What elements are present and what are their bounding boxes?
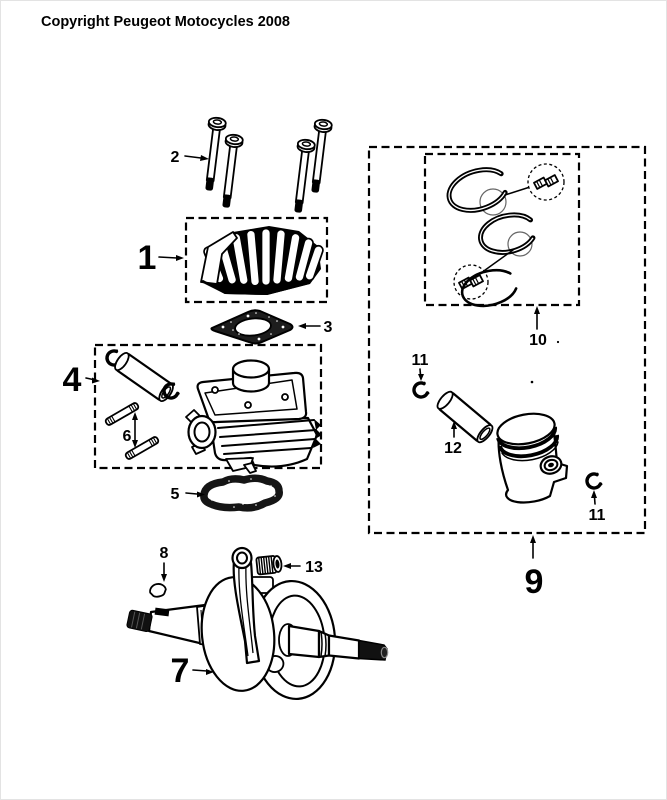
callout-8-label: 8	[160, 545, 169, 562]
circlip	[412, 381, 430, 399]
right-shaft	[278, 623, 389, 661]
circlip	[162, 382, 180, 400]
callout-11-upper-label: 11	[412, 352, 429, 369]
keyway-slot	[154, 607, 170, 617]
barrel-fins	[217, 419, 317, 455]
cylinder-head	[200, 226, 324, 295]
exhaust-port	[187, 414, 217, 450]
cylinder-kit-contents	[104, 349, 322, 474]
callout-10-label: 10	[529, 332, 547, 349]
shaft-end-face	[380, 646, 389, 659]
piston-ring	[446, 167, 508, 213]
callout-2-label: 2	[171, 149, 180, 166]
cylinder-base-gasket	[200, 474, 283, 512]
callout-3-label: 3	[324, 319, 333, 336]
callout-5-arrow	[185, 492, 198, 495]
callout-11-lower-label: 11	[589, 507, 606, 524]
exhaust-stud	[104, 402, 140, 426]
small-end-needle-bearing	[255, 555, 283, 576]
callout-7-arrow	[192, 669, 208, 672]
callout-12-label: 12	[444, 440, 462, 457]
piston-kit-box	[367, 145, 647, 535]
piston-pin	[436, 390, 494, 444]
callout-2-arrow	[184, 155, 202, 159]
callout-13-label: 13	[305, 559, 323, 576]
cylinder-head-kit-box	[184, 216, 329, 304]
cylinder-barrel	[185, 359, 322, 474]
piston-kit-contents	[412, 340, 603, 504]
callout-4-arrow	[85, 377, 94, 381]
cylinder-kit-box	[93, 343, 323, 470]
gasket-stipple	[221, 312, 285, 341]
exhaust-stud	[124, 436, 160, 460]
callout-6-label: 6	[123, 428, 132, 445]
cylinder-head-gasket	[210, 309, 294, 345]
pin-bore	[548, 462, 554, 468]
circlip	[585, 472, 603, 490]
ring-groove	[496, 426, 557, 451]
piston-ring-set-box	[423, 152, 581, 307]
head-base-edge	[202, 280, 310, 295]
head-stud	[294, 138, 316, 213]
ring-groove	[498, 434, 559, 459]
thin-piston-ring	[460, 268, 518, 308]
head-stud	[311, 118, 333, 193]
callout-5-label: 5	[171, 486, 180, 503]
head-left-face	[200, 231, 238, 285]
gasket-stipple	[211, 478, 276, 508]
callout-7-label: 7	[171, 652, 190, 690]
callout-4-label: 4	[63, 361, 82, 399]
callouts: 1 2 3 4 5 6 7 8 9 10 11 12	[63, 149, 606, 690]
callout-9-label: 9	[525, 563, 544, 601]
copyright-text: Copyright Peugeot Motocycles 2008	[41, 14, 290, 30]
detail-leader-line	[480, 249, 514, 274]
left-shaft-knurled-tip	[126, 609, 153, 633]
piston-ring-set	[446, 163, 565, 308]
piston	[496, 412, 569, 504]
detail-leader-line	[504, 186, 531, 196]
callout-11-lower-arrow	[593, 496, 596, 505]
head-stud	[205, 116, 227, 191]
head-stud	[222, 133, 244, 208]
connecting-rod	[231, 546, 261, 665]
woodruff-key	[149, 583, 167, 598]
head-studs-group	[205, 116, 333, 213]
rod-small-end	[231, 546, 253, 570]
callout-1-label: 1	[138, 239, 157, 277]
callout-1-arrow	[158, 256, 178, 259]
ring-end-detail	[533, 174, 559, 190]
crankshaft-assembly	[126, 546, 389, 701]
piston-ring	[478, 212, 536, 255]
